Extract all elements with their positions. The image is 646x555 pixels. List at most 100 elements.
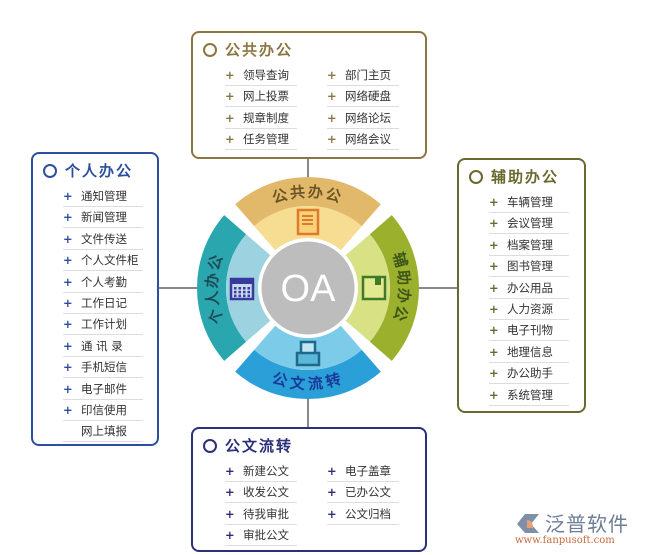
logo-url[interactable]: www.fanpusoft.com <box>515 535 615 546</box>
menu-item[interactable]: +图书管理 <box>489 256 569 278</box>
document-icon <box>296 208 320 236</box>
menu-item[interactable]: + 审批公文 <box>225 525 297 546</box>
segment-right[interactable]: 辅助办公 <box>345 215 419 361</box>
segment-top[interactable]: 公共办公 <box>235 176 381 251</box>
oa-label: OA <box>281 268 337 310</box>
menu-item[interactable]: +部门主页 <box>327 65 399 86</box>
panel-right: 辅助办公+车辆管理+会议管理+档案管理+图书管理+办公用品+人力资源+电子刊物+… <box>457 158 586 413</box>
plus-icon: + <box>489 344 499 359</box>
menu-item-label: 公文归档 <box>345 506 391 521</box>
plus-icon: + <box>225 110 235 125</box>
menu-item[interactable]: +通 讯 录 <box>63 336 143 357</box>
menu-item-label: 审批公文 <box>243 527 289 542</box>
plus-icon: + <box>225 131 235 146</box>
menu-item-label: 电子邮件 <box>81 381 127 396</box>
menu-item[interactable]: 网上填报 <box>63 421 143 443</box>
menu-item[interactable]: +规章制度 <box>225 108 297 129</box>
menu-item[interactable]: + 印信使用 <box>63 400 143 421</box>
menu-item-label: 网络硬盘 <box>345 89 391 104</box>
panel-title: 辅助办公 <box>469 166 559 187</box>
menu-item[interactable]: +会议管理 <box>489 213 569 235</box>
menu-item[interactable]: + 系统管理 <box>489 385 569 406</box>
plus-icon: + <box>327 131 337 146</box>
menu-item[interactable]: +领导查询 <box>225 65 297 86</box>
menu-item-label: 任务管理 <box>243 131 289 146</box>
menu-item[interactable]: + 工作日记 <box>63 293 143 314</box>
plus-icon: + <box>63 360 73 375</box>
menu-item[interactable]: +收发公文 <box>225 482 297 504</box>
menu-item-label: 办公用品 <box>507 280 553 295</box>
plus-icon: + <box>489 302 499 316</box>
plus-icon: + <box>327 485 337 500</box>
menu-item[interactable]: +新闻管理 <box>63 207 143 229</box>
menu-item[interactable]: +车辆管理 <box>489 192 569 213</box>
menu-item[interactable]: + 办公助手 <box>489 363 569 385</box>
menu-item[interactable]: +网上投票 <box>225 86 297 108</box>
menu-item[interactable]: +新建公文 <box>225 461 297 482</box>
plus-icon: + <box>63 274 73 289</box>
plus-icon: + <box>489 195 499 209</box>
menu-item[interactable]: +电子邮件 <box>63 379 143 400</box>
menu-item[interactable]: +电子盖章 <box>327 461 399 482</box>
menu-item[interactable]: +网络会议 <box>327 129 399 150</box>
menu-item-label: 工作日记 <box>81 296 127 310</box>
menu-item[interactable]: +电子刊物 <box>489 320 569 342</box>
segment-label: 辅助办公 <box>390 250 414 326</box>
plus-icon: + <box>63 296 73 310</box>
plus-icon: + <box>225 89 235 104</box>
menu-item[interactable]: +档案管理 <box>489 235 569 256</box>
menu-item-label: 通知管理 <box>81 189 127 203</box>
menu-item[interactable]: +个人考勤 <box>63 272 143 293</box>
menu-item[interactable]: +文件传送 <box>63 229 143 250</box>
plus-icon: + <box>489 237 499 252</box>
plus-icon: + <box>489 387 499 402</box>
panel-title: 个人办公 <box>43 160 133 181</box>
menu-item[interactable]: +工作计划 <box>63 314 143 336</box>
menu-item[interactable]: + 手机短信 <box>63 357 143 379</box>
panel-title-text: 个人办公 <box>65 162 134 180</box>
plus-icon: + <box>327 506 337 521</box>
segment-left[interactable]: 个人办公 <box>197 215 271 361</box>
menu-item[interactable]: +网络论坛 <box>327 108 399 129</box>
segment-bottom[interactable]: 公文流转 <box>235 325 381 400</box>
panel-title: 公共办公 <box>203 39 293 60</box>
plus-icon: + <box>489 280 499 295</box>
plus-icon: + <box>489 323 499 338</box>
connector-top <box>307 158 309 180</box>
plus-icon: + <box>489 216 499 231</box>
menu-item[interactable]: + 办公用品 <box>489 278 569 299</box>
plus-icon: + <box>489 366 499 381</box>
plus-icon: + <box>63 253 73 268</box>
menu-item-label: 系统管理 <box>507 387 553 402</box>
menu-item[interactable]: + 公文归档 <box>327 504 399 525</box>
panel-top: 公共办公+领导查询+网上投票+规章制度+任务管理+部门主页+网络硬盘+网络论坛+… <box>191 31 427 159</box>
menu-item-label: 地理信息 <box>507 344 553 359</box>
bullet-circle-icon <box>203 42 217 57</box>
menu-item-label: 手机短信 <box>81 360 127 375</box>
menu-item[interactable]: +已办公文 <box>327 482 399 504</box>
plus-icon: + <box>225 527 235 542</box>
panel-title-text: 辅助办公 <box>491 168 560 186</box>
plus-icon: + <box>63 231 73 246</box>
bullet-circle-icon <box>469 169 483 184</box>
menu-item[interactable]: + 地理信息 <box>489 342 569 363</box>
menu-item[interactable]: +网络硬盘 <box>327 86 399 108</box>
plus-icon: + <box>225 68 235 82</box>
bullet-circle-icon <box>43 163 57 178</box>
menu-item-label: 印信使用 <box>81 403 127 417</box>
oa-center[interactable]: OA <box>258 238 358 338</box>
plus-icon: + <box>327 464 337 478</box>
plus-icon: + <box>63 403 73 417</box>
menu-item-label: 新闻管理 <box>81 210 127 225</box>
menu-item-label: 办公助手 <box>507 366 553 381</box>
menu-item-label: 收发公文 <box>243 485 289 500</box>
menu-item[interactable]: +通知管理 <box>63 186 143 207</box>
plus-icon: + <box>327 110 337 125</box>
menu-item[interactable]: +个人文件柜 <box>63 250 143 272</box>
menu-item[interactable]: +人力资源 <box>489 299 569 320</box>
connector-bottom <box>307 396 309 428</box>
menu-item[interactable]: + 任务管理 <box>225 129 297 150</box>
panel-title-text: 公共办公 <box>225 41 294 59</box>
menu-item[interactable]: +待我审批 <box>225 504 297 525</box>
